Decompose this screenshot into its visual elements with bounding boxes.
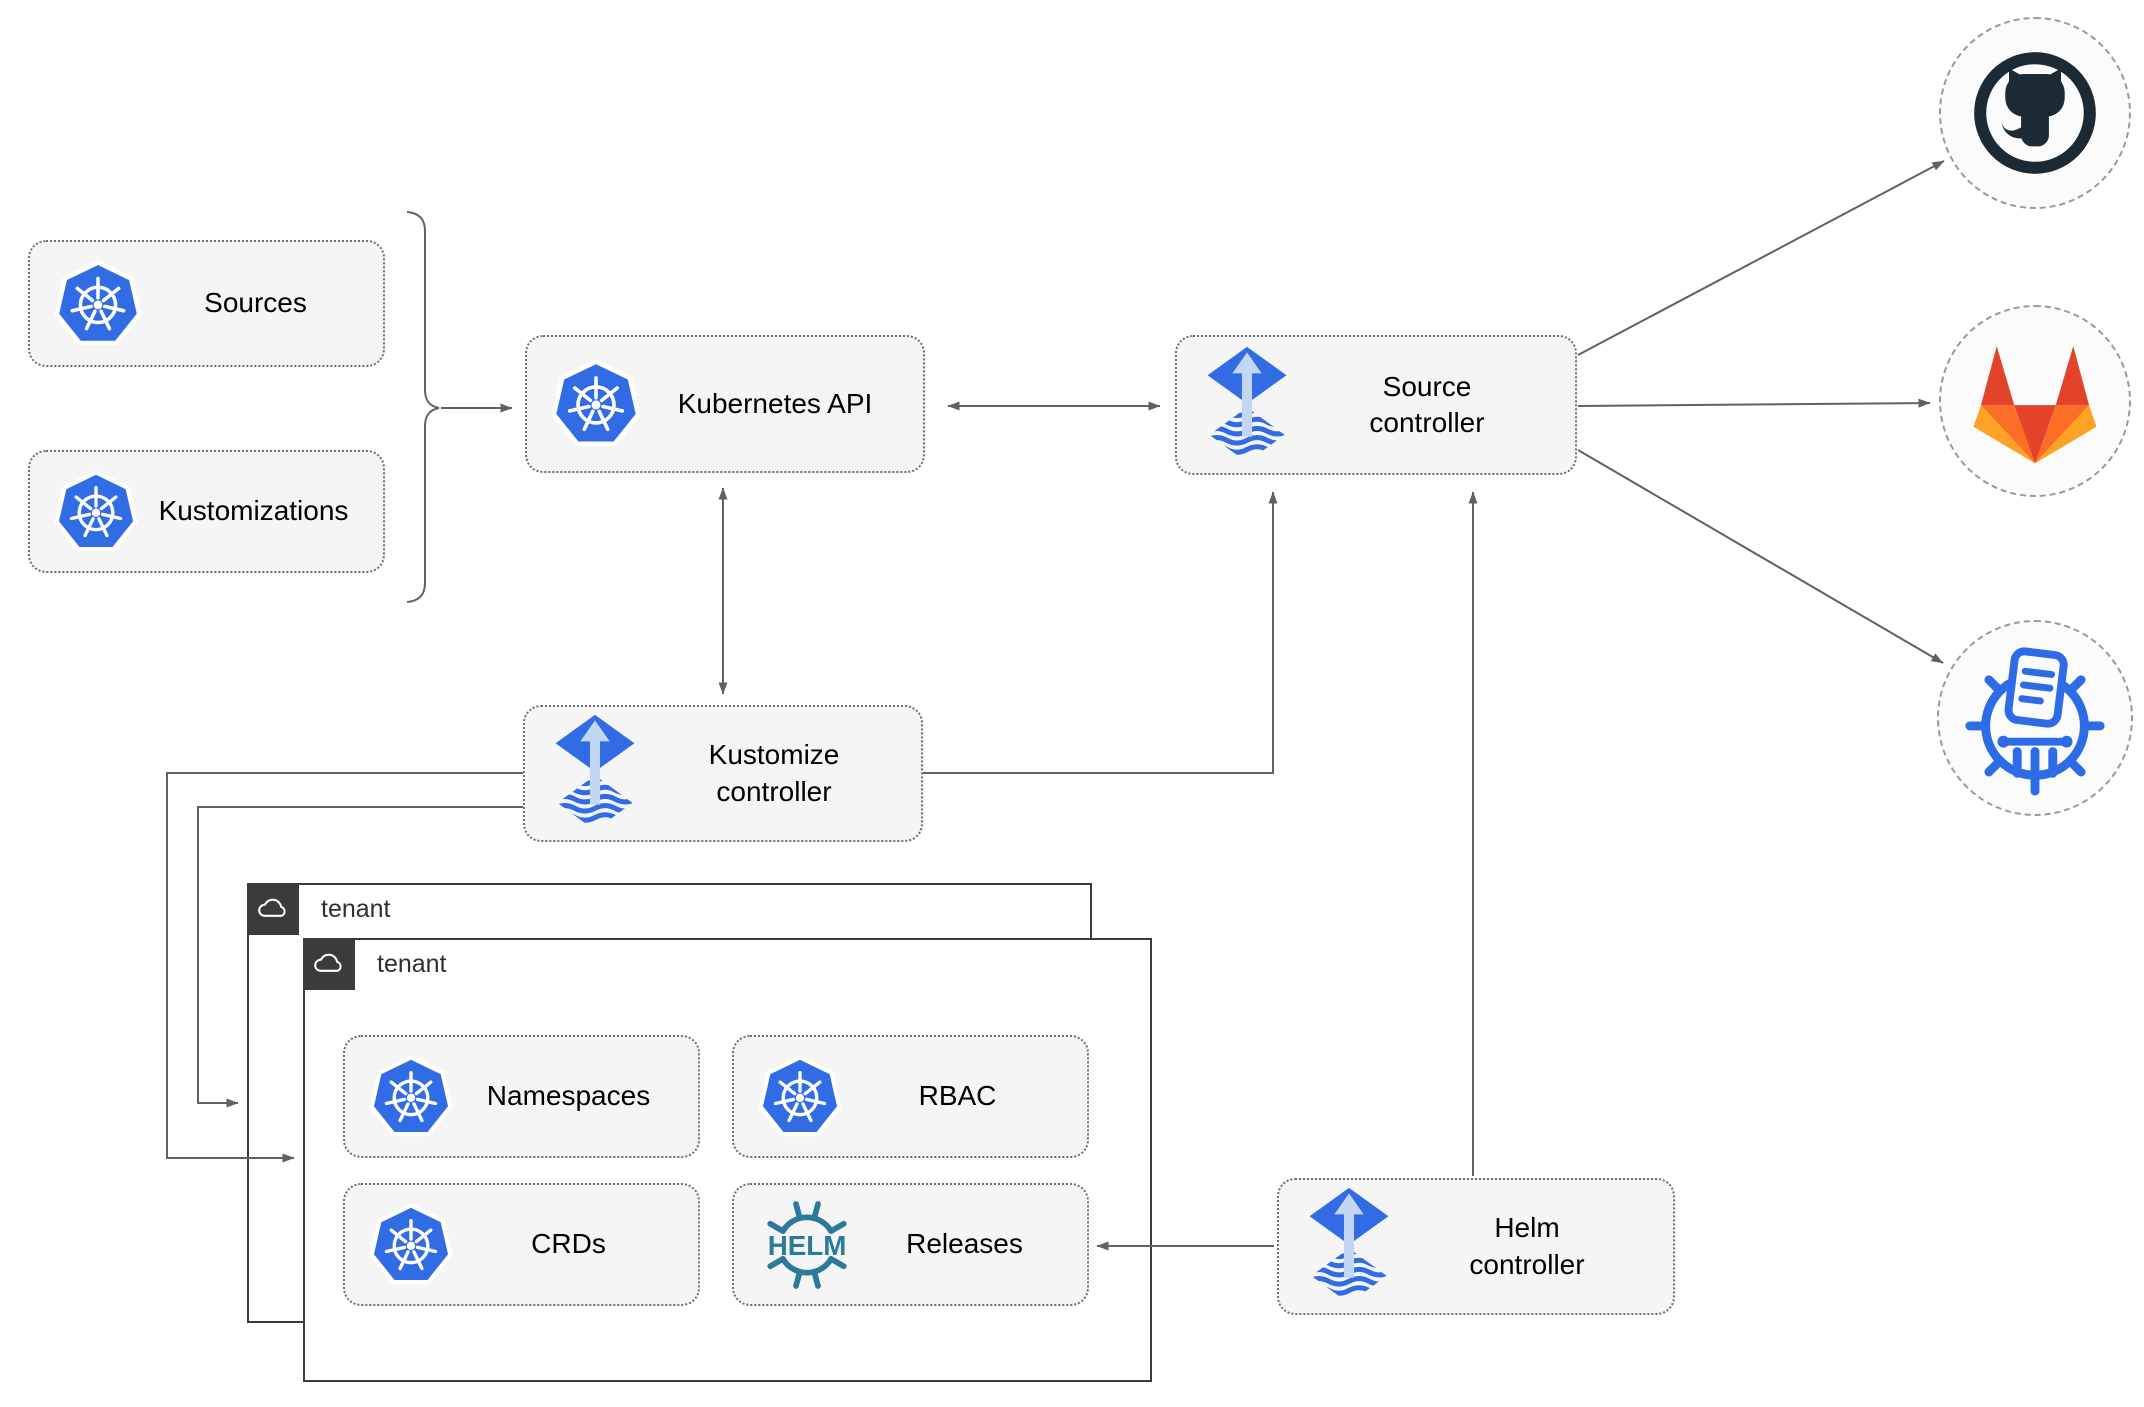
flux-icon (549, 713, 641, 834)
node-kustomize-controller: Kustomize controller (523, 705, 923, 842)
tenant-group-front: tenant (303, 938, 1152, 1382)
node-sources: Sources (28, 240, 385, 367)
node-crds: CRDs (343, 1183, 700, 1306)
kubernetes-icon (551, 357, 641, 451)
node-github (1939, 17, 2131, 209)
node-label: Releases (906, 1228, 1023, 1260)
node-kubernetes-api: Kubernetes API (525, 335, 925, 473)
node-label: Sources (204, 287, 307, 319)
connector-source-controller-to-gitlab (1577, 398, 1931, 408)
tenant-label: tenant (321, 894, 391, 923)
kubernetes-icon (54, 258, 142, 350)
chartmuseum-icon (1956, 639, 2114, 797)
kubernetes-icon (369, 1201, 453, 1289)
node-label: CRDs (531, 1228, 606, 1260)
connector-source-controller-to-helm-repository (1577, 449, 1944, 664)
node-namespaces: Namespaces (343, 1035, 700, 1158)
node-label: Kustomize controller (708, 739, 840, 807)
cloud-icon (312, 951, 346, 977)
gitlab-icon (1956, 322, 2114, 480)
bracket-sources-group (406, 211, 440, 603)
node-label: Source controller (1369, 370, 1485, 438)
node-helm-controller: Helm controller (1277, 1178, 1675, 1315)
node-source-controller: Source controller (1175, 335, 1577, 475)
tenant-label: tenant (377, 949, 447, 978)
node-label: Kubernetes API (677, 387, 873, 419)
node-helm-repository (1937, 620, 2133, 816)
flux-icon (1201, 345, 1293, 466)
node-releases: Releases (732, 1183, 1089, 1306)
helm-icon (758, 1196, 856, 1294)
kubernetes-icon (758, 1053, 842, 1141)
kubernetes-icon (54, 468, 138, 556)
tenant-header (303, 938, 355, 990)
connector-source-controller-to-github (1577, 160, 1945, 356)
node-label: Namespaces (486, 1080, 651, 1112)
github-icon (1970, 48, 2100, 178)
node-label: Helm controller (1469, 1212, 1585, 1280)
flux-icon (1303, 1186, 1395, 1307)
kubernetes-icon (369, 1053, 453, 1141)
node-kustomizations: Kustomizations (28, 450, 385, 573)
node-rbac: RBAC (732, 1035, 1089, 1158)
cloud-icon (256, 896, 290, 922)
connector-kustomize-controller-to-source-controller (923, 491, 1278, 774)
tenant-header (247, 883, 299, 935)
node-label: RBAC (918, 1080, 997, 1112)
node-gitlab (1939, 305, 2131, 497)
node-label: Kustomizations (158, 495, 349, 527)
